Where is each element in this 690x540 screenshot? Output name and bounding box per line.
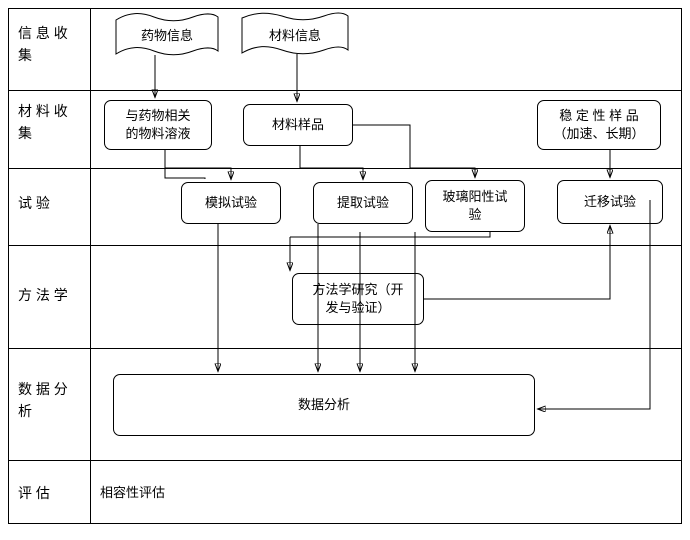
stage-label-info: 信 息 收 集 bbox=[18, 25, 68, 63]
node-methodology-study: 方法学研究（开 发与验证） bbox=[292, 273, 424, 325]
node-glass-alkali-test: 玻璃阳性试 验 bbox=[425, 180, 525, 232]
node-simulation-test: 模拟试验 bbox=[181, 182, 281, 224]
node-drug-related-solution: 与药物相关 的物料溶液 bbox=[104, 100, 212, 150]
row-divider-5 bbox=[8, 460, 682, 461]
node-compatibility-eval: 相容性评估 bbox=[100, 485, 166, 500]
node-drug-info-label: 药物信息 bbox=[140, 28, 193, 43]
node-material-info-label: 材料信息 bbox=[268, 28, 321, 43]
node-material-info: 材料信息 bbox=[240, 12, 350, 60]
node-drug-info: 药物信息 bbox=[114, 12, 220, 60]
stage-label-material: 材 料 收 集 bbox=[18, 103, 68, 141]
row-divider-2 bbox=[8, 168, 682, 169]
node-material-sample: 材料样品 bbox=[243, 104, 353, 146]
stage-label-test: 试 验 bbox=[18, 195, 50, 211]
stage-label-eval: 评 估 bbox=[18, 485, 50, 501]
stage-label-data: 数 据 分 析 bbox=[18, 381, 68, 419]
table-frame bbox=[8, 8, 682, 524]
row-divider-3 bbox=[8, 245, 682, 246]
node-stability-sample: 稳 定 性 样 品 （加速、长期） bbox=[537, 100, 661, 150]
row-divider-1 bbox=[8, 90, 682, 91]
node-migration-test: 迁移试验 bbox=[557, 180, 663, 224]
node-data-analysis: 数据分析 bbox=[113, 374, 535, 436]
node-extraction-test: 提取试验 bbox=[313, 182, 413, 224]
column-divider bbox=[90, 8, 91, 524]
stage-label-method: 方 法 学 bbox=[18, 287, 68, 303]
row-divider-4 bbox=[8, 348, 682, 349]
